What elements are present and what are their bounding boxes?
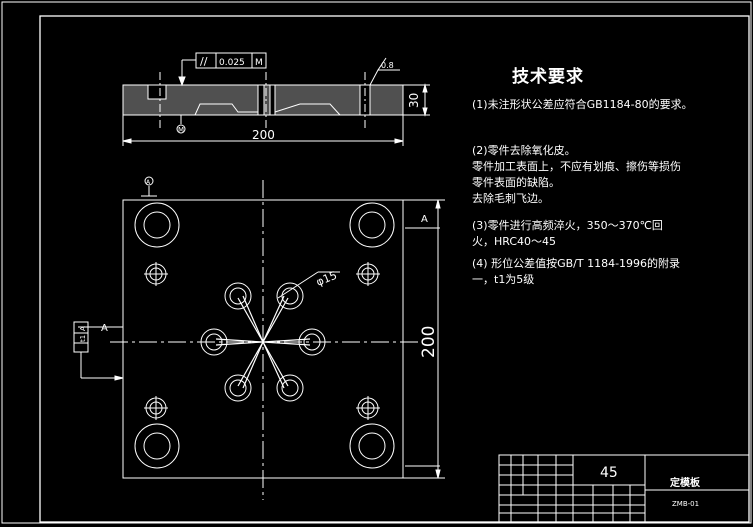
- cavity-1: [224, 282, 252, 310]
- cavity-4: [298, 328, 326, 356]
- tech-req-title: 技术要求: [512, 67, 584, 87]
- width-dim: 200: [252, 128, 275, 142]
- tech-req-item-3: 零件加工表面上，不应有划痕、擦伤等损伤: [472, 160, 681, 173]
- height-dim: 200: [419, 326, 439, 358]
- guide-hole-br: [349, 423, 395, 469]
- screw-hole-tr: [356, 262, 380, 286]
- side-datum-letter: M: [178, 126, 184, 134]
- flatness-value: 0.025: [219, 58, 245, 68]
- flatness-symbol: //: [200, 55, 208, 68]
- cavity-3: [200, 328, 228, 356]
- plan-view: [73, 176, 445, 500]
- title-drawing-no: ZMB-01: [672, 500, 699, 508]
- title-quantity: 45: [600, 465, 618, 481]
- side-view: [122, 52, 430, 146]
- cavity-6: [276, 374, 304, 402]
- title-part-name: 定模板: [670, 476, 701, 489]
- flatness-datum: M: [255, 58, 263, 68]
- section-a-top: A: [421, 214, 428, 225]
- screw-hole-bl: [144, 396, 168, 420]
- cavity-5: [224, 374, 252, 402]
- datum-a-top: A: [146, 179, 151, 186]
- tech-req-item-5: 去除毛刺飞边。: [472, 192, 549, 205]
- guide-hole-tr: [349, 202, 395, 248]
- perp-value: t1: [79, 335, 87, 342]
- tech-req-item-2: (2)零件去除氧化皮。: [472, 144, 576, 157]
- title-block: [498, 454, 750, 523]
- roughness-value: 0.8: [381, 61, 394, 70]
- tech-req-item-7: 火，HRC40～45: [472, 235, 557, 248]
- inner-frame: [39, 15, 750, 523]
- thickness-dim: 30: [407, 93, 421, 108]
- tech-req-item-8: (4) 形位公差值按GB/T 1184-1996的附录: [472, 257, 681, 270]
- hole-dia-dim: φ15: [314, 269, 339, 289]
- tech-req-item-6: (3)零件进行高频淬火，350～370℃回: [472, 219, 663, 232]
- perp-ref: A: [79, 326, 87, 331]
- guide-hole-tl: [134, 202, 180, 248]
- tech-req-item-9: 一，t1为5级: [472, 273, 535, 286]
- guide-hole-bl: [134, 423, 180, 469]
- cavity-2: [276, 282, 304, 310]
- tech-req-item-4: 零件表面的缺陷。: [472, 176, 560, 189]
- section-a-left: A: [101, 323, 108, 334]
- screw-hole-br: [356, 396, 380, 420]
- tech-req-item-1: (1)未注形状公差应符合GB1184-80的要求。: [472, 98, 693, 111]
- screw-hole-tl: [144, 262, 168, 286]
- runner-spokes: [215, 295, 311, 389]
